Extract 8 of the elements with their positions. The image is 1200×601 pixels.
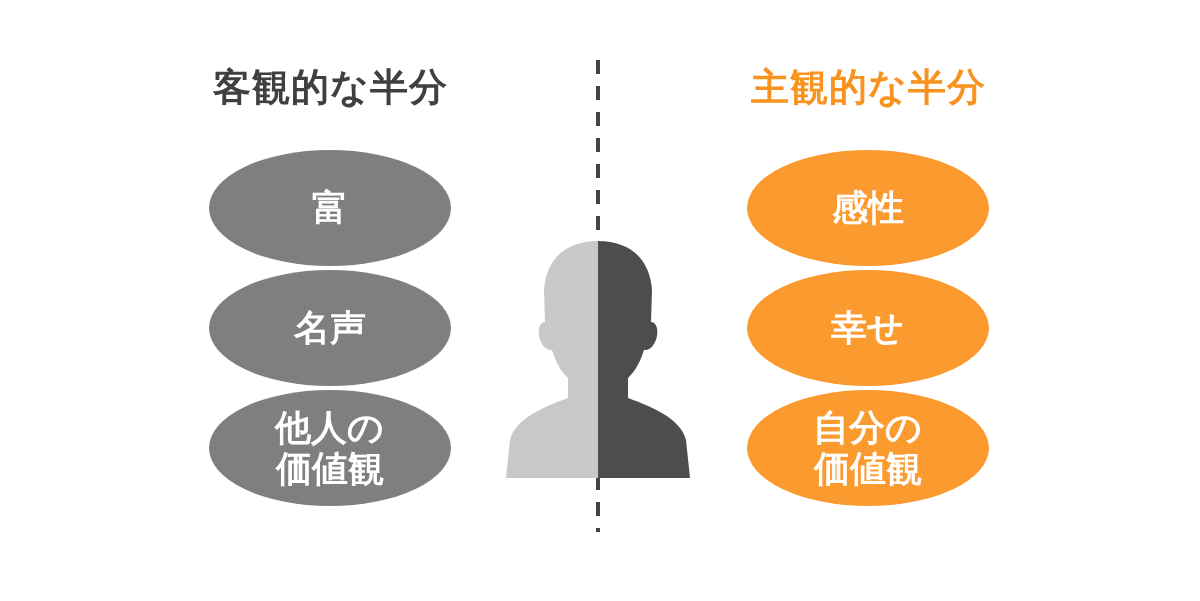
ellipse-label: 自分の価値観 — [812, 406, 924, 490]
column-heading: 客観的な半分 — [211, 64, 449, 111]
ellipse-label: 他人の価値観 — [273, 406, 386, 490]
ellipse-label: 感性 — [831, 187, 905, 229]
ellipse-label: 名声 — [293, 307, 367, 349]
column-heading: 主観的な半分 — [749, 64, 987, 111]
ellipse-label: 富 — [311, 187, 349, 229]
ellipse-label: 幸せ — [830, 307, 906, 349]
